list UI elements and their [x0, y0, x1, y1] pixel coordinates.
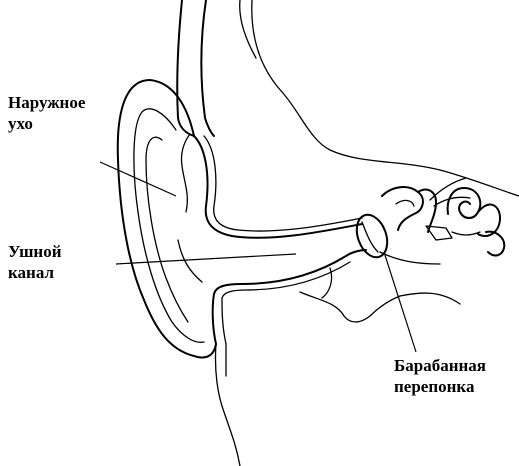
label-outer-ear: Наружное ухо [8, 92, 85, 134]
outer-ear [118, 80, 216, 358]
label-eardrum: Барабанная перепонка [394, 355, 486, 397]
skull-bone [300, 252, 460, 322]
inner-ear [430, 178, 504, 255]
ear-canal [194, 136, 366, 466]
label-ear-canal-line1: Ушной [8, 241, 62, 262]
ossicles [382, 187, 452, 240]
leader-outer-ear [100, 162, 176, 196]
label-ear-canal-line2: канал [8, 262, 62, 283]
label-eardrum-line1: Барабанная [394, 355, 486, 376]
head-outline [177, 0, 519, 196]
label-ear-canal: Ушной канал [8, 241, 62, 283]
label-eardrum-line2: перепонка [394, 376, 486, 397]
eardrum [351, 211, 392, 262]
label-outer-ear-line2: ухо [8, 113, 85, 134]
leader-ear-canal [116, 254, 296, 264]
label-outer-ear-line1: Наружное [8, 92, 85, 113]
